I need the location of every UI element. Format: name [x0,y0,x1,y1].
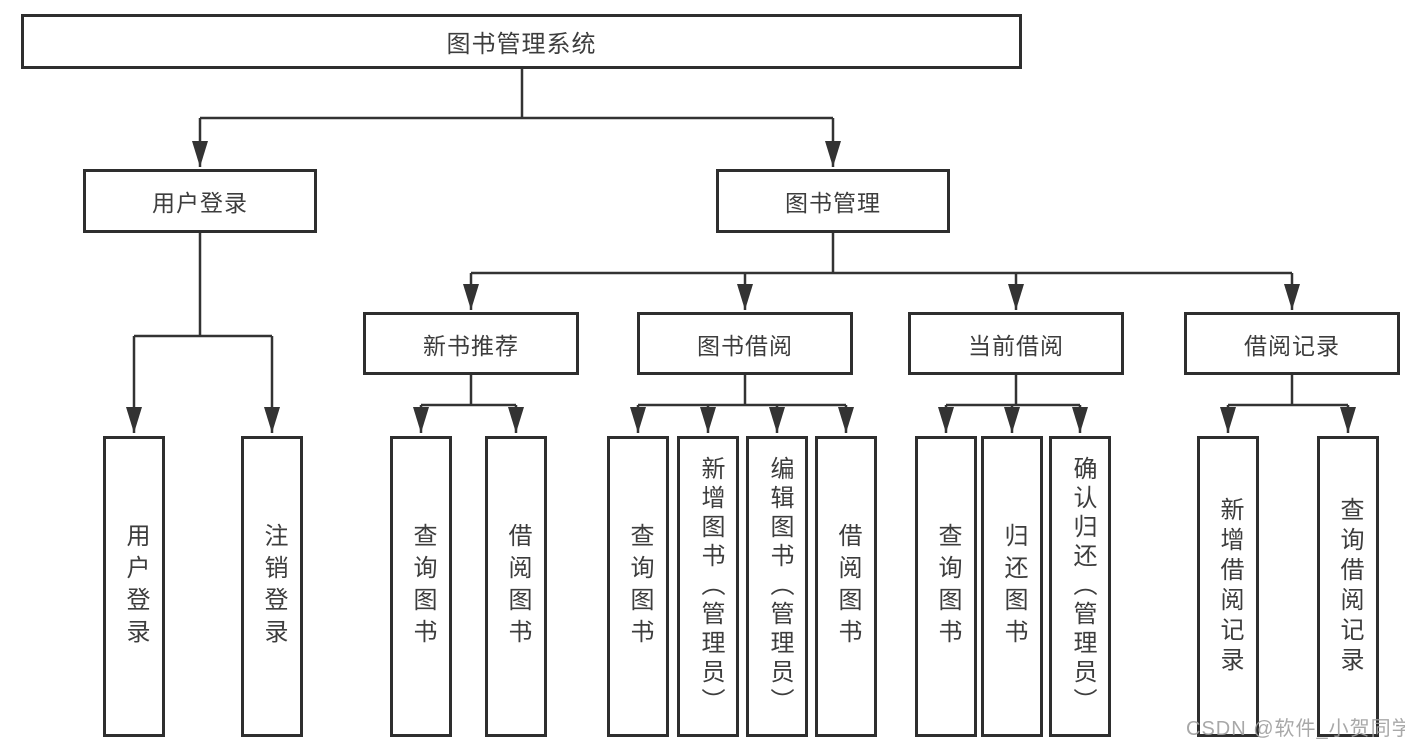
leaf-user-login: 用户登录 [103,436,165,737]
leaf-borrow-books: 借阅图书 [815,436,877,737]
leaf-add-borrow-record: 新增借阅记录 [1197,436,1259,737]
leaf-query-books-recommend: 查询图书 [390,436,452,737]
leaf-borrow-books-recommend: 借阅图书 [485,436,547,737]
node-new-book-recommend: 新书推荐 [363,312,579,375]
csdn-watermark: CSDN @软件_小贺同学 [1186,718,1405,740]
node-book-management: 图书管理 [716,169,950,233]
node-book-borrow: 图书借阅 [637,312,853,375]
leaf-query-books-current: 查询图书 [915,436,977,737]
leaf-edit-book-admin: 编辑图书（管理员） [746,436,808,737]
leaf-add-book-admin: 新增图书（管理员） [677,436,739,737]
leaf-confirm-return-admin: 确认归还（管理员） [1049,436,1111,737]
leaf-query-borrow-record: 查询借阅记录 [1317,436,1379,737]
leaf-logout: 注销登录 [241,436,303,737]
node-library-management-system: 图书管理系统 [21,14,1022,69]
node-borrow-records: 借阅记录 [1184,312,1400,375]
leaf-return-book: 归还图书 [981,436,1043,737]
node-current-borrow: 当前借阅 [908,312,1124,375]
node-user-login: 用户登录 [83,169,317,233]
leaf-query-books-borrow: 查询图书 [607,436,669,737]
